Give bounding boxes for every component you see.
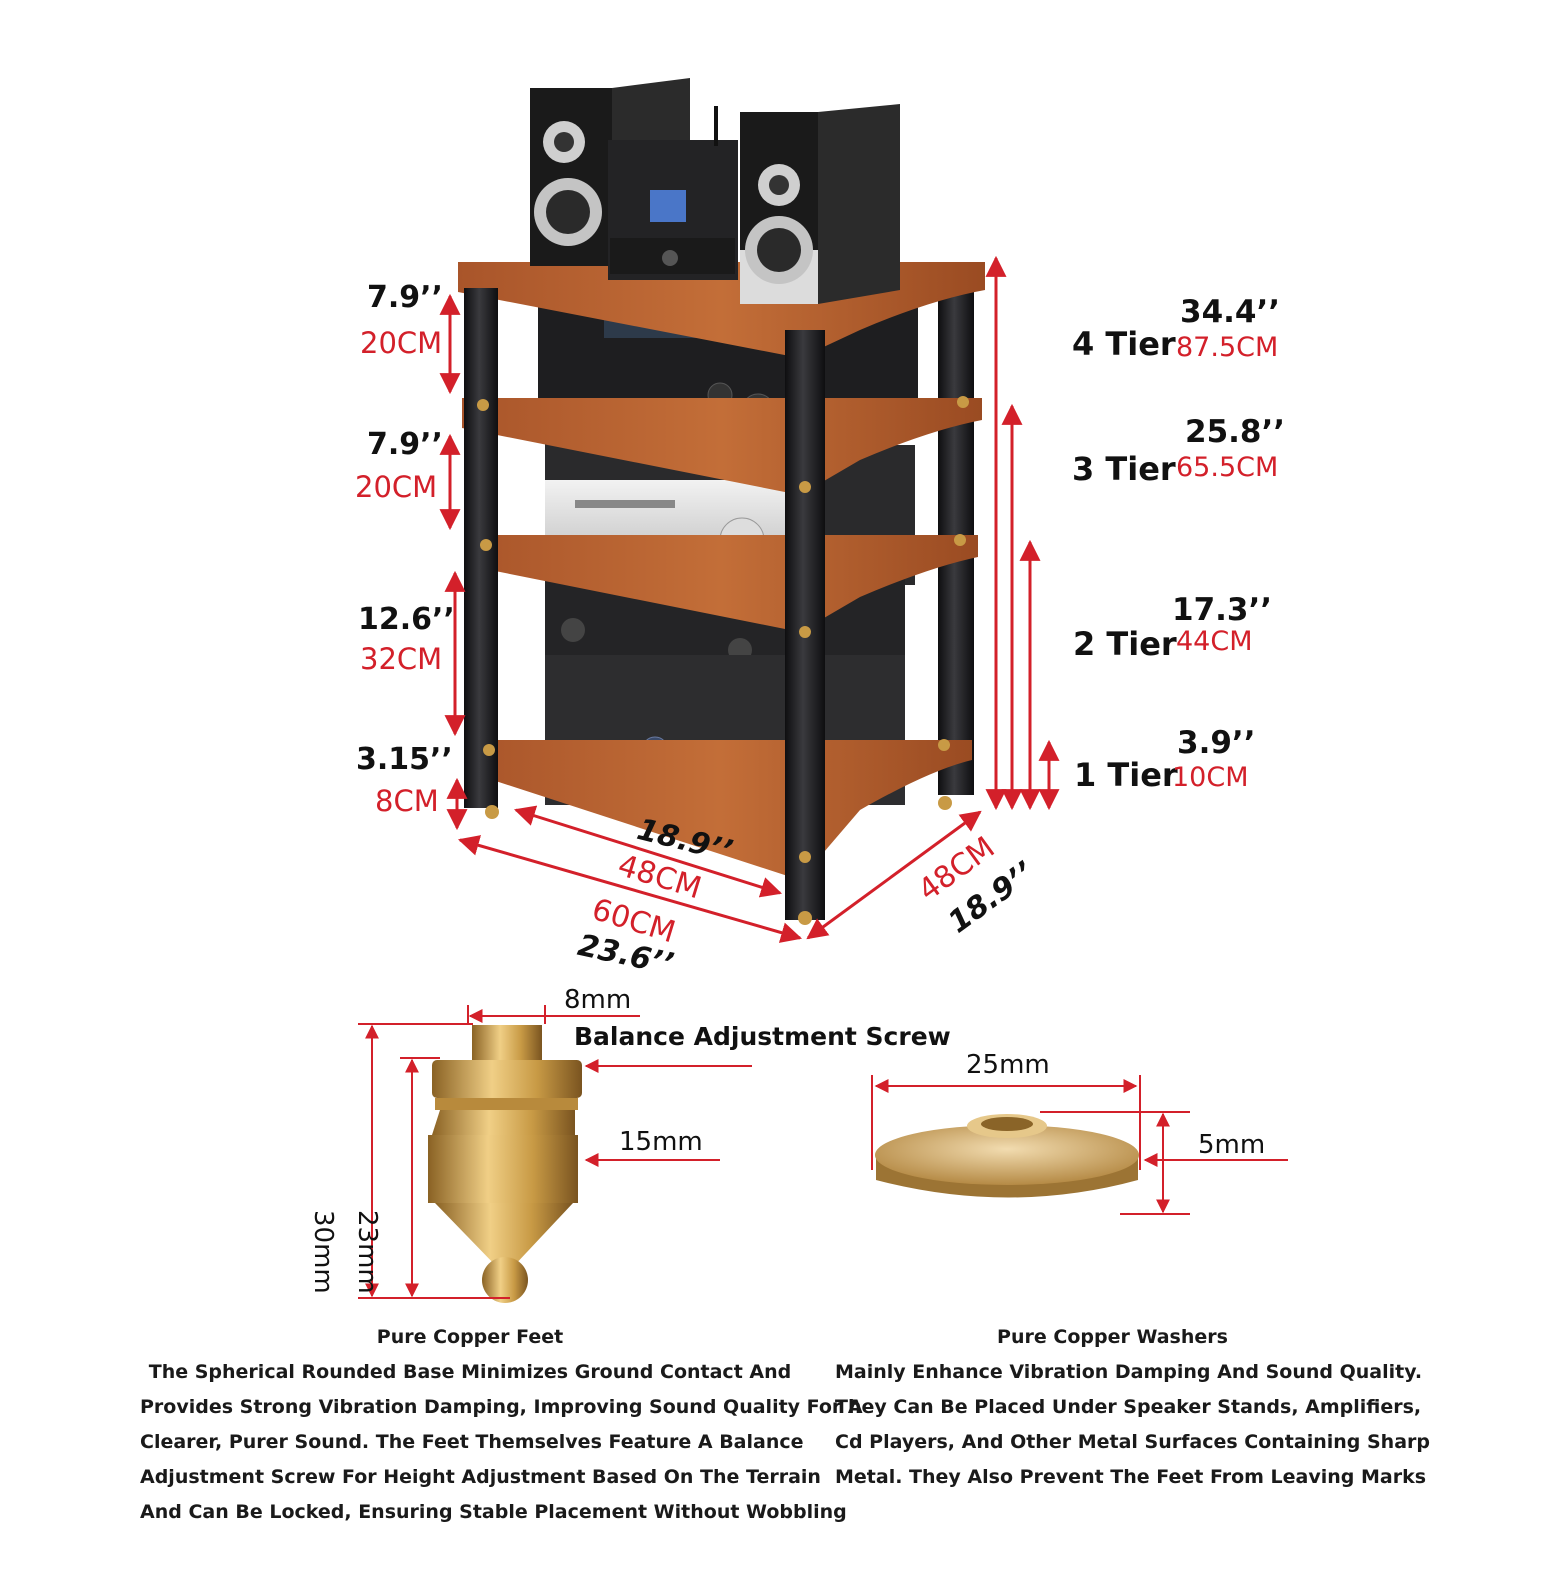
speaker-right — [740, 104, 900, 304]
foot-body-height-label: 23mm — [352, 1210, 382, 1294]
tier-3-name: 3 Tier — [1072, 450, 1176, 488]
feet-description-line: Provides Strong Vibration Damping, Impro… — [140, 1396, 863, 1418]
height-3-inches: 12.6’’ — [358, 602, 455, 637]
feet-description-line: Clearer, Purer Sound. The Feet Themselve… — [140, 1431, 804, 1453]
foot-total-height-label: 30mm — [308, 1210, 338, 1294]
copper-washer-illustration — [875, 1114, 1139, 1198]
tier-4-name: 4 Tier — [1072, 325, 1176, 363]
copper-washer-dimension-lines — [871, 1075, 1288, 1215]
washer-diameter-label: 25mm — [966, 1050, 1050, 1080]
right-tier-arrows — [985, 255, 1060, 811]
tier-1-cm: 10CM — [1172, 762, 1249, 793]
washers-description-line: Metal. They Also Prevent The Feet From L… — [835, 1466, 1427, 1488]
washers-description: Pure Copper Washers Mainly Enhance Vibra… — [835, 1320, 1430, 1495]
washers-description-line: Cd Players, And Other Metal Surfaces Con… — [835, 1431, 1430, 1453]
washer-thickness-label: 5mm — [1198, 1130, 1266, 1160]
feet-description-line: The Spherical Rounded Base Minimizes Gro… — [148, 1361, 792, 1383]
copper-foot-dimension-lines — [358, 1005, 752, 1299]
tier-3-inches: 25.8’’ — [1185, 414, 1286, 450]
tier-1-inches: 3.9’’ — [1177, 725, 1256, 761]
tier-2-inches: 17.3’’ — [1172, 592, 1273, 628]
feet-description-line: And Can Be Locked, Ensuring Stable Place… — [140, 1501, 847, 1523]
tier-4-cm: 87.5CM — [1176, 332, 1279, 363]
height-1-inches: 7.9’’ — [367, 280, 443, 315]
tier-4-inches: 34.4’’ — [1180, 294, 1281, 330]
height-4-inches: 3.15’’ — [356, 742, 453, 777]
screw-width-label: 8mm — [564, 985, 632, 1015]
width-depth-arrows — [457, 805, 982, 943]
balance-screw-label: Balance Adjustment Screw — [574, 1022, 951, 1051]
tier-2-cm: 44CM — [1176, 626, 1253, 657]
washers-description-line: Mainly Enhance Vibration Damping And Sou… — [835, 1361, 1423, 1383]
height-2-inches: 7.9’’ — [367, 427, 443, 462]
washers-description-line: They Can Be Placed Under Speaker Stands,… — [835, 1396, 1422, 1418]
foot-width-label: 15mm — [619, 1127, 703, 1157]
height-4-cm: 8CM — [375, 784, 439, 818]
height-2-cm: 20CM — [355, 470, 438, 504]
feet-description-line: Adjustment Screw For Height Adjustment B… — [140, 1466, 821, 1488]
left-height-arrows — [439, 293, 468, 831]
feet-description-title: Pure Copper Feet — [376, 1326, 564, 1348]
streamer-device — [608, 106, 738, 280]
height-3-cm: 32CM — [360, 642, 443, 676]
washers-description-title: Pure Copper Washers — [997, 1326, 1228, 1348]
tier-3-cm: 65.5CM — [1176, 452, 1279, 483]
height-1-cm: 20CM — [360, 326, 443, 360]
feet-description: Pure Copper Feet The Spherical Rounded B… — [140, 1320, 863, 1530]
tier-2-name: 2 Tier — [1073, 625, 1177, 663]
tier-1-name: 1 Tier — [1074, 756, 1178, 794]
copper-foot-illustration — [428, 1025, 582, 1303]
